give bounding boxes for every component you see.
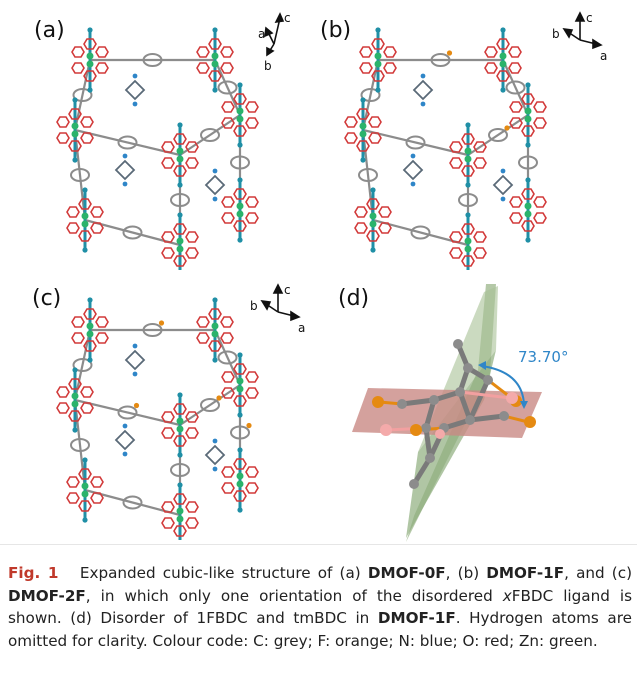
axis-b-a: a <box>600 49 607 63</box>
panel-b: (b) c b a <box>318 0 637 280</box>
axis-c-b: b <box>250 299 258 313</box>
axis-a-a: a <box>258 27 265 41</box>
caption-text-4: , in which only one orientation of the d… <box>85 586 493 605</box>
caption-italic-x: x <box>502 586 512 605</box>
caption-text-5: FBDC ligand is shown. (d) Disorder of 1F… <box>8 586 632 628</box>
structure-dmof-1f <box>344 27 547 270</box>
axis-c-c: c <box>284 283 291 297</box>
panel-c-label: (c) <box>32 286 62 311</box>
axis-triad-a: c a b <box>258 11 291 73</box>
panel-a-label: (a) <box>34 18 65 43</box>
panel-a: (a) c a b <box>0 0 318 280</box>
axis-a-b: b <box>264 59 272 73</box>
compound-dmof-2f: DMOF-2F <box>8 586 86 605</box>
caption-text-1: Expanded cubic-like structure of (a) <box>79 564 361 582</box>
panel-d-label: (d) <box>338 286 370 311</box>
panel-b-label: (b) <box>320 18 352 43</box>
axis-b-c: c <box>586 11 593 25</box>
panel-c: (c) c b a <box>0 280 318 542</box>
structure-dmof-2f <box>56 297 259 540</box>
axis-triad-b: c b a <box>552 11 607 63</box>
figure-number: Fig. 1 <box>8 564 59 582</box>
caption-text-2: , (b) <box>445 564 480 582</box>
compound-dmof-1f-2: DMOF-1F <box>377 609 456 628</box>
disorder-diagram: 73.70° <box>352 284 568 542</box>
axis-triad-c: c b a <box>250 283 305 335</box>
angle-arc <box>481 365 525 405</box>
angle-label: 73.70° <box>518 348 568 366</box>
caption-text-3: , and (c) <box>564 564 633 582</box>
axis-b-b: b <box>552 27 560 41</box>
compound-dmof-0f: DMOF-0F <box>367 564 446 582</box>
axis-a-c: c <box>284 11 291 25</box>
structure-dmof-0f <box>56 27 259 270</box>
caption-text-6: . Hydrogen atoms are omitted for clarity… <box>8 609 632 650</box>
panel-d: (d) <box>318 280 637 542</box>
figure-caption: Fig. 1 Expanded cubic-like structure of … <box>8 562 632 652</box>
compound-dmof-1f: DMOF-1F <box>486 564 565 582</box>
figure-caption-divider <box>0 544 637 545</box>
axis-c-a: a <box>298 321 305 335</box>
